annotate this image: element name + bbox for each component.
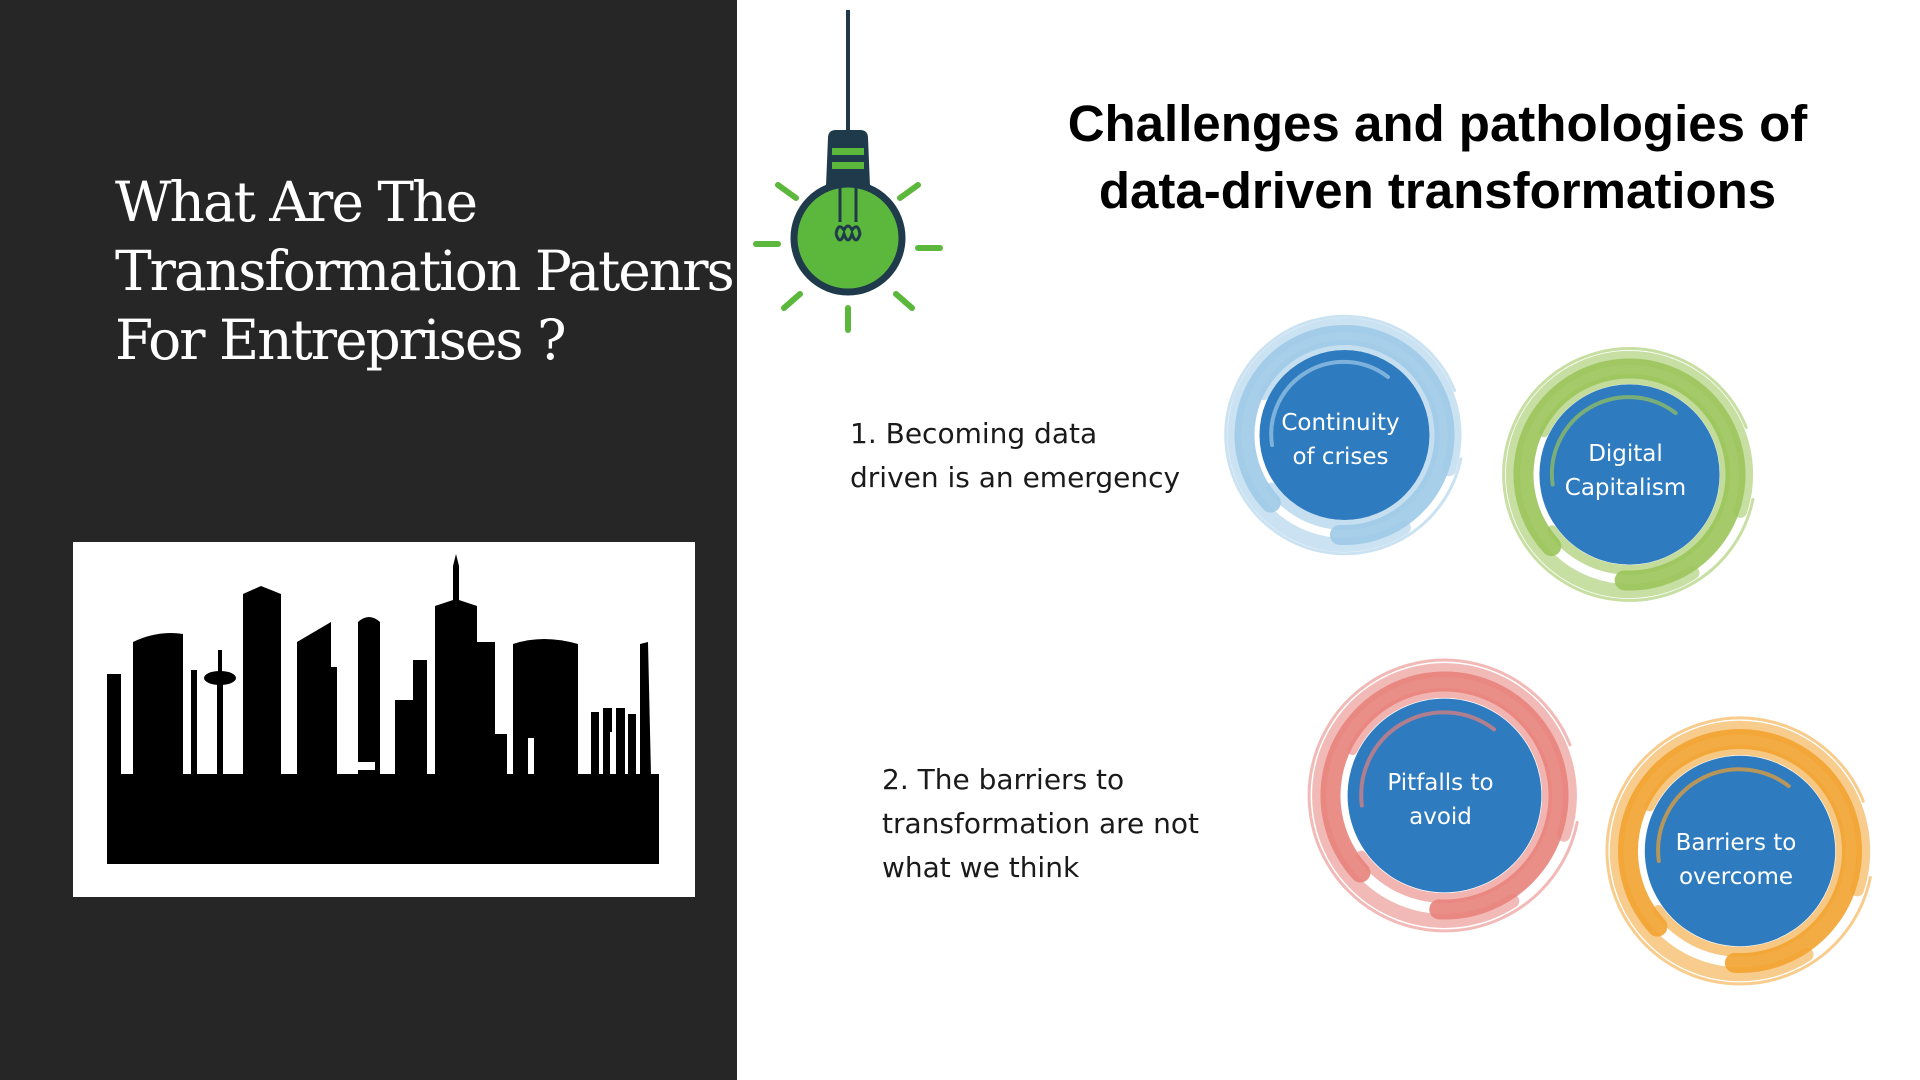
- swirl-stroke: [1234, 325, 1455, 545]
- swirl-stroke: [1502, 347, 1755, 602]
- swirl-stroke: [1644, 745, 1846, 957]
- point-2-text: 2. The barriers to transformation are no…: [882, 758, 1199, 890]
- swirl-label: Continuity of crises: [1208, 406, 1473, 474]
- city-skyline-icon: [107, 554, 659, 864]
- swirl-stroke: [1224, 314, 1463, 556]
- swirl-stroke: [1505, 350, 1754, 599]
- swirl-label-line: Digital: [1588, 441, 1663, 467]
- swirl-stroke: [1320, 671, 1569, 920]
- swirl-ring-icon: [1502, 347, 1755, 602]
- swirl-inner-stroke: [1656, 767, 1791, 863]
- swirl-core: [1259, 350, 1430, 520]
- swirl-continuity-of-crises: Continuity of crises: [1208, 306, 1473, 556]
- swirl-ring-icon: [1224, 314, 1463, 556]
- swirl-ring-icon: [1307, 658, 1579, 933]
- swirl-ring-icon: [1605, 716, 1872, 986]
- swirl-stroke: [1605, 716, 1872, 986]
- swirl-inner-stroke: [1269, 359, 1390, 447]
- heading-line: data-driven transformations: [1098, 162, 1777, 219]
- point-1-text: 1. Becoming data driven is an emergency: [850, 412, 1180, 500]
- swirl-label-line: of crises: [1292, 444, 1389, 470]
- left-title-line: Transformation Patenrs: [115, 239, 735, 303]
- swirl-core: [1644, 755, 1836, 947]
- swirl-stroke: [1258, 340, 1440, 530]
- swirl-stroke: [1513, 358, 1746, 591]
- swirl-stroke: [1307, 658, 1579, 933]
- swirl-core: [1539, 384, 1720, 565]
- swirl-stroke: [1538, 374, 1730, 575]
- swirl-inner-stroke: [1359, 710, 1497, 808]
- swirl-pitfalls-to-avoid: Pitfalls to avoid: [1298, 644, 1583, 939]
- swirl-label-line: overcome: [1678, 864, 1794, 890]
- left-panel: What Are The Transformation Patenrs For …: [0, 0, 737, 1080]
- heading-line: Challenges and pathologies of: [1067, 95, 1808, 152]
- swirl-stroke: [1312, 663, 1577, 928]
- swirl-label-line: avoid: [1409, 804, 1472, 830]
- swirl-digital-capitalism: Digital Capitalism: [1488, 338, 1763, 603]
- swirl-barriers-to-overcome: Barriers to overcome: [1596, 706, 1876, 988]
- left-title-line: For Entreprises ?: [115, 308, 567, 372]
- left-title-line: What Are The: [115, 170, 478, 234]
- skyline-image-frame: [73, 542, 695, 897]
- swirl-core: [1347, 698, 1542, 893]
- slide-heading: Challenges and pathologies of data-drive…: [1000, 90, 1875, 224]
- point-line: driven is an emergency: [850, 461, 1181, 494]
- point-line: transformation are not: [882, 807, 1199, 840]
- swirl-label: Pitfalls to avoid: [1298, 766, 1583, 834]
- lightbulb-icon: [753, 10, 943, 333]
- point-line: 1. Becoming data: [850, 417, 1098, 450]
- point-line: 2. The barriers to: [882, 763, 1125, 796]
- point-line: what we think: [882, 851, 1080, 884]
- swirl-label-line: Barriers to: [1675, 830, 1797, 856]
- swirl-inner-stroke: [1549, 395, 1678, 487]
- swirl-label-line: Pitfalls to: [1387, 770, 1494, 796]
- swirl-label-line: Continuity: [1281, 410, 1400, 436]
- left-panel-title: What Are The Transformation Patenrs For …: [115, 168, 735, 375]
- swirl-label: Barriers to overcome: [1596, 826, 1876, 894]
- swirl-label-line: Capitalism: [1564, 475, 1687, 501]
- swirl-stroke: [1347, 687, 1553, 904]
- swirl-label: Digital Capitalism: [1488, 437, 1763, 505]
- swirl-stroke: [1609, 720, 1871, 982]
- swirl-stroke: [1618, 729, 1862, 973]
